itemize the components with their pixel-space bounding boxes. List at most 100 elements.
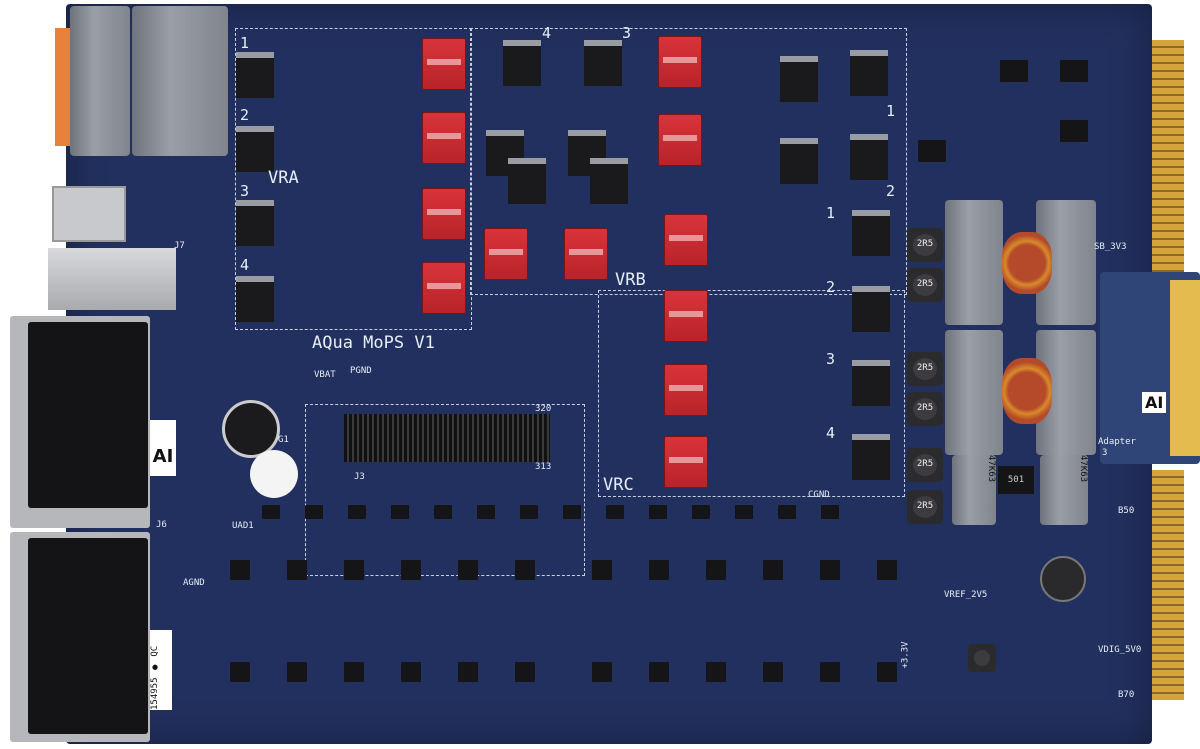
sot-ic — [606, 505, 624, 519]
ethernet-port — [48, 248, 176, 310]
pin-320-label: 320 — [535, 404, 552, 414]
j3-connector — [344, 414, 550, 462]
pgnd-label: PGND — [350, 366, 372, 376]
adc-ic — [706, 560, 726, 580]
adc-ic — [592, 662, 612, 682]
uad1-label: UAD1 — [232, 521, 254, 531]
adc-ic — [287, 662, 307, 682]
adapter-edge — [1170, 280, 1200, 456]
toroid-coil — [1002, 358, 1052, 424]
vrc-region — [598, 290, 905, 497]
mosfet — [236, 200, 274, 246]
adc-ic — [515, 560, 535, 580]
orange-terminal — [55, 28, 73, 146]
adc-ic — [592, 560, 612, 580]
vref-label: VREF_2V5 — [944, 590, 988, 600]
inductor-marking: 2R5 — [916, 279, 934, 289]
adc-ic — [820, 560, 840, 580]
logic-ic — [918, 140, 946, 162]
mosfet — [852, 360, 890, 406]
usb-port — [52, 186, 126, 242]
logic-ic — [1060, 120, 1088, 142]
agnd-label: AGND — [183, 578, 205, 588]
mosfet — [852, 286, 890, 332]
electrolytic-cap — [1040, 556, 1086, 602]
mosfet — [590, 158, 628, 204]
sot-ic — [520, 505, 538, 519]
adapter-number: 3 — [1102, 448, 1108, 458]
adc-ic — [877, 560, 897, 580]
dc-dc-module — [664, 436, 708, 488]
serial-number: 154955 — [150, 677, 160, 710]
mosfet — [508, 158, 546, 204]
filter-capacitor — [945, 200, 1003, 325]
j6-label: J6 — [156, 520, 167, 530]
mosfet — [780, 138, 818, 184]
mosfet — [852, 210, 890, 256]
mosfet — [852, 434, 890, 480]
film-capacitor: 47K63 — [1040, 455, 1088, 525]
channel-number: 1 — [826, 204, 836, 222]
logo-box: AI — [150, 420, 176, 476]
sot-ic — [477, 505, 495, 519]
channel-number: 4 — [826, 424, 836, 442]
edge-connector-top — [1152, 40, 1184, 290]
adc-ic — [458, 560, 478, 580]
sot-ic — [348, 505, 366, 519]
sot-ic — [821, 505, 839, 519]
adc-ic — [877, 662, 897, 682]
power-inductor: 2R5 — [907, 490, 943, 524]
logic-ic — [1000, 60, 1028, 82]
adapter-logo: AI — [1142, 392, 1167, 413]
adc-ic — [458, 662, 478, 682]
adc-ic — [401, 560, 421, 580]
dc-dc-module — [484, 228, 528, 280]
adc-ic — [230, 662, 250, 682]
shielded-inductor — [968, 644, 996, 672]
dc-dc-module — [664, 290, 708, 342]
adc-ic — [820, 662, 840, 682]
b70-label: B70 — [1118, 690, 1135, 700]
adapter-card: AI Adapter 3 — [1098, 272, 1200, 464]
g1-label: G1 — [278, 435, 289, 445]
dc-dc-module — [422, 188, 466, 240]
adc-ic — [763, 662, 783, 682]
dc-dc-module — [422, 112, 466, 164]
sot-ic — [649, 505, 667, 519]
dc-dc-module — [664, 214, 708, 266]
cap-marking: 47K63 — [1078, 455, 1088, 483]
power-inductor: 2R5 — [907, 228, 943, 262]
p3v3-label: +3.3V — [900, 641, 911, 669]
inductor-marking: 2R5 — [916, 459, 934, 469]
vbat-label: VBAT — [314, 370, 336, 380]
channel-number: 1 — [886, 102, 896, 120]
dc-dc-module — [658, 36, 702, 88]
adc-ic — [230, 560, 250, 580]
sot-ic — [735, 505, 753, 519]
mosfet — [236, 52, 274, 98]
serial-sticker: 154955 ● QC — [150, 630, 172, 710]
sot-ic — [305, 505, 323, 519]
vrb-label: VRB — [615, 270, 646, 290]
channel-number: 2 — [240, 106, 250, 124]
mosfet — [850, 134, 888, 180]
vra-label: VRA — [268, 168, 299, 188]
sot-ic — [778, 505, 796, 519]
sot-ic — [563, 505, 581, 519]
adc-ic — [344, 560, 364, 580]
j3-label: J3 — [354, 472, 365, 482]
mosfet — [780, 56, 818, 102]
j7-label: J7 — [174, 241, 185, 251]
inductor-marking: 2R5 — [916, 363, 934, 373]
adc-ic — [344, 662, 364, 682]
coin-cell — [222, 400, 280, 458]
mosfet — [236, 276, 274, 322]
inductor-marking: 2R5 — [916, 239, 934, 249]
power-inductor: 2R5 — [907, 392, 943, 426]
dsub-connector-top — [28, 322, 148, 508]
adc-ic — [706, 662, 726, 682]
adc-ic — [649, 560, 669, 580]
mounting-hole — [250, 450, 298, 498]
power-inductor: 2R5 — [907, 448, 943, 482]
filter-capacitor — [945, 330, 1003, 455]
